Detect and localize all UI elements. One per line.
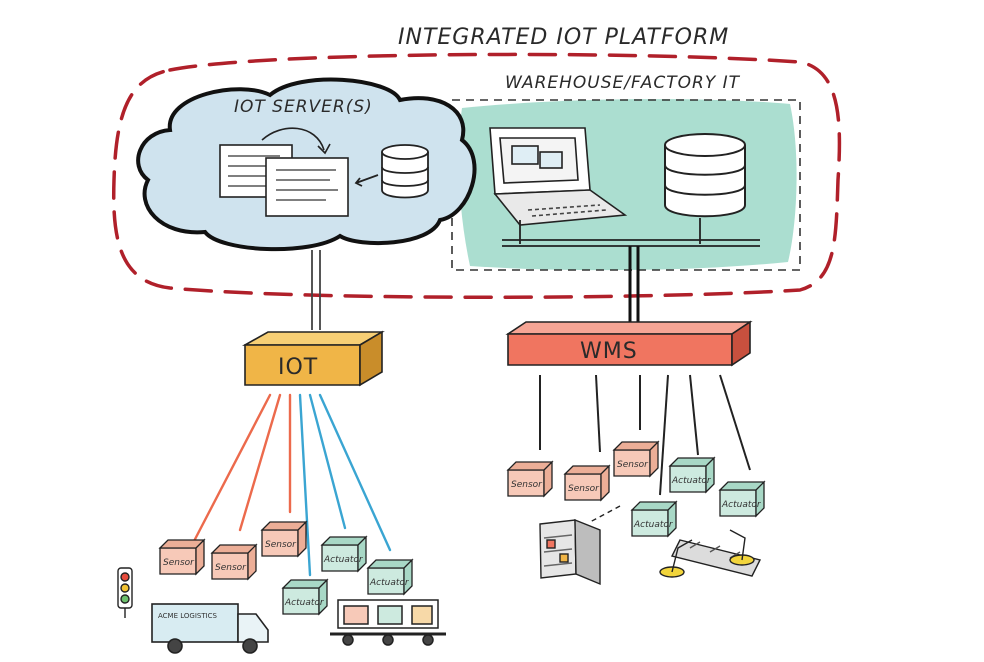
- sensor-box: Sensor: [158, 538, 206, 576]
- actuator-box-label: Actuator: [721, 500, 762, 510]
- conveyor-icon: [330, 599, 446, 646]
- actuator-box-label: Actuator: [284, 598, 325, 608]
- actuator-box: Actuator: [281, 578, 329, 616]
- sensor-box-label: Sensor: [617, 460, 649, 470]
- cloud-gateway-link: [311, 250, 321, 330]
- actuator-box: Actuator: [630, 500, 678, 538]
- iot-server-label: IOT SERVER(S): [234, 97, 373, 117]
- laptop-icon: [489, 127, 628, 226]
- sensor-box-label: Sensor: [265, 540, 297, 550]
- traffic-light-icon: [117, 567, 133, 618]
- wms-device-links: [539, 374, 751, 496]
- warehouse-database-icon: [664, 133, 746, 218]
- wms-box: WMS: [505, 320, 753, 367]
- actuator-box-label: Actuator: [323, 555, 364, 565]
- truck-icon: ACME LOGISTICS: [151, 603, 269, 654]
- warehouse-label: WAREHOUSE/FACTORY IT: [505, 73, 741, 93]
- shelving-icon: [539, 505, 621, 586]
- robot-conveyor-icon: [659, 529, 762, 578]
- actuator-box-label: Actuator: [671, 476, 712, 486]
- iot-device-links: [190, 393, 392, 577]
- left-device-cluster: Sensor Sensor Sensor Actuator Actuator A…: [158, 520, 414, 616]
- actuator-box: Actuator: [366, 558, 414, 596]
- server-document-icon: [219, 127, 349, 217]
- platform-boundary: [111, 52, 842, 300]
- sensor-box: Sensor: [506, 460, 554, 498]
- iot-server-cloud: IOT SERVER(S): [136, 77, 477, 252]
- iot-gateway-box: IOT: [241, 330, 385, 387]
- sensor-box: Sensor: [563, 464, 611, 502]
- truck-label: ACME LOGISTICS: [158, 612, 218, 620]
- actuator-box: Actuator: [668, 456, 716, 494]
- sensor-box: Sensor: [260, 520, 308, 558]
- right-device-cluster: Sensor Sensor Sensor Actuator Actuator A…: [506, 440, 766, 538]
- warehouse-wms-link: [628, 246, 640, 324]
- sensor-box-label: Sensor: [568, 484, 600, 494]
- actuator-box-label: Actuator: [369, 578, 410, 588]
- wms-label: WMS: [580, 339, 638, 364]
- sensor-box-label: Sensor: [511, 480, 543, 490]
- diagram-title: INTEGRATED IOT PLATFORM: [398, 25, 729, 50]
- sensor-box: Sensor: [612, 440, 660, 478]
- actuator-box: Actuator: [320, 535, 368, 573]
- server-database-icon: [354, 144, 429, 199]
- sensor-box-label: Sensor: [215, 563, 247, 573]
- actuator-box: Actuator: [718, 480, 766, 518]
- sensor-box-label: Sensor: [163, 558, 195, 568]
- actuator-box-label: Actuator: [633, 520, 674, 530]
- sensor-box: Sensor: [210, 543, 258, 581]
- iot-gateway-label: IOT: [278, 355, 318, 380]
